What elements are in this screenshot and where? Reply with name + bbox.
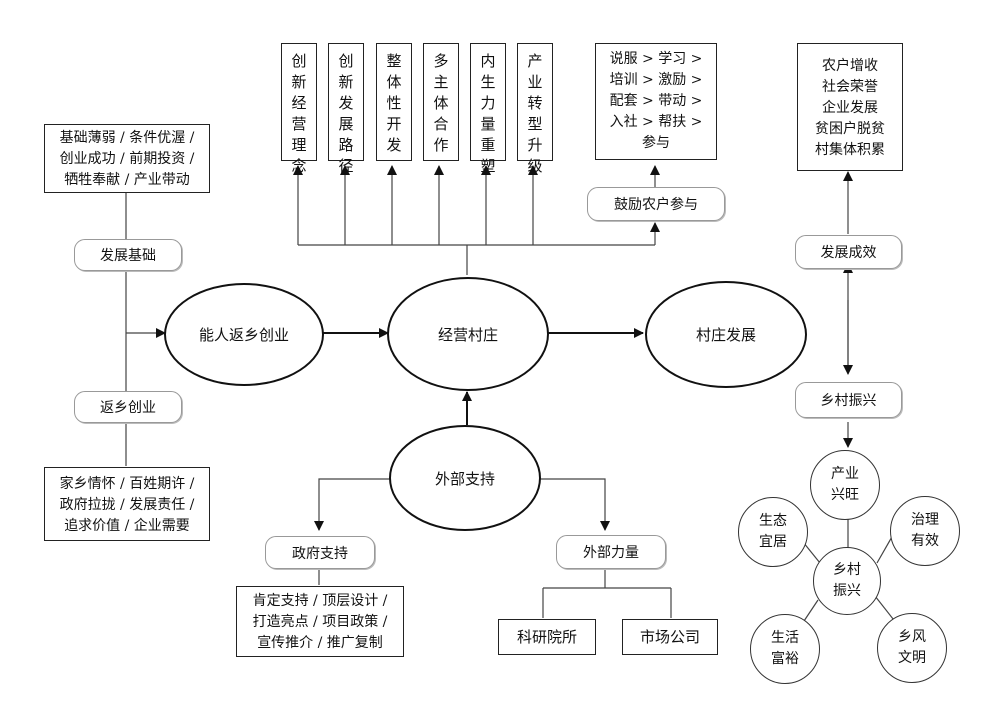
government-support-pill: 政府支持 xyxy=(265,536,375,569)
return-entrepreneurship-pill: 返乡创业 xyxy=(74,391,182,423)
external-support-oval: 外部支持 xyxy=(389,425,541,531)
innovate-path-box: 创 新 发 展 路 径 xyxy=(328,43,364,175)
development-results-box: 农户增收 社会荣誉 企业发展 贫困户脱贫 村集体积累 xyxy=(797,43,903,171)
revival-ecology-circle: 生态 宜居 xyxy=(738,497,808,567)
participation-steps-box: 说服 > 学习 > 培训 > 激励 > 配套 > 带动 > 入社 > 帮扶 > … xyxy=(595,43,717,160)
operate-village-oval: 经营村庄 xyxy=(387,277,549,391)
market-companies-box: 市场公司 xyxy=(622,619,718,655)
revival-governance-circle: 治理 有效 xyxy=(890,496,960,566)
external-forces-pill: 外部力量 xyxy=(556,535,666,569)
development-basis-pill: 发展基础 xyxy=(74,239,182,271)
revival-industry-circle: 产业 兴旺 xyxy=(810,450,880,520)
innovate-concept-box: 创 新 经 营 理 念 xyxy=(281,43,317,175)
endogenous-power-box: 内 生 力 量 重 塑 xyxy=(470,43,506,175)
government-measures-box: 肯定支持 / 顶层设计 / 打造亮点 / 项目政策 / 宣传推介 / 推广复制 xyxy=(236,586,404,657)
village-development-oval: 村庄发展 xyxy=(645,281,807,388)
revival-center-circle: 乡村 振兴 xyxy=(813,547,881,615)
development-basis-box: 基础薄弱 / 条件优渥 / 创业成功 / 前期投资 / 牺牲奉献 / 产业带动 xyxy=(44,124,210,193)
revival-culture-circle: 乡风 文明 xyxy=(877,613,947,683)
development-results-pill: 发展成效 xyxy=(795,235,902,269)
revival-prosperity-circle: 生活 富裕 xyxy=(750,614,820,684)
industry-upgrade-box: 产 业 转 型 升 级 xyxy=(517,43,553,175)
rural-revival-pill: 乡村振兴 xyxy=(795,382,902,418)
encourage-farmers-pill: 鼓励农户参与 xyxy=(587,187,725,221)
research-institutes-box: 科研院所 xyxy=(498,619,596,655)
integrated-development-box: 整 体 性 开 发 xyxy=(376,43,412,161)
capable-returnee-oval: 能人返乡创业 xyxy=(164,283,324,386)
multi-actor-cooperation-box: 多 主 体 合 作 xyxy=(423,43,459,161)
return-motives-box: 家乡情怀 / 百姓期许 / 政府拉拢 / 发展责任 / 追求价值 / 企业需要 xyxy=(44,467,210,541)
